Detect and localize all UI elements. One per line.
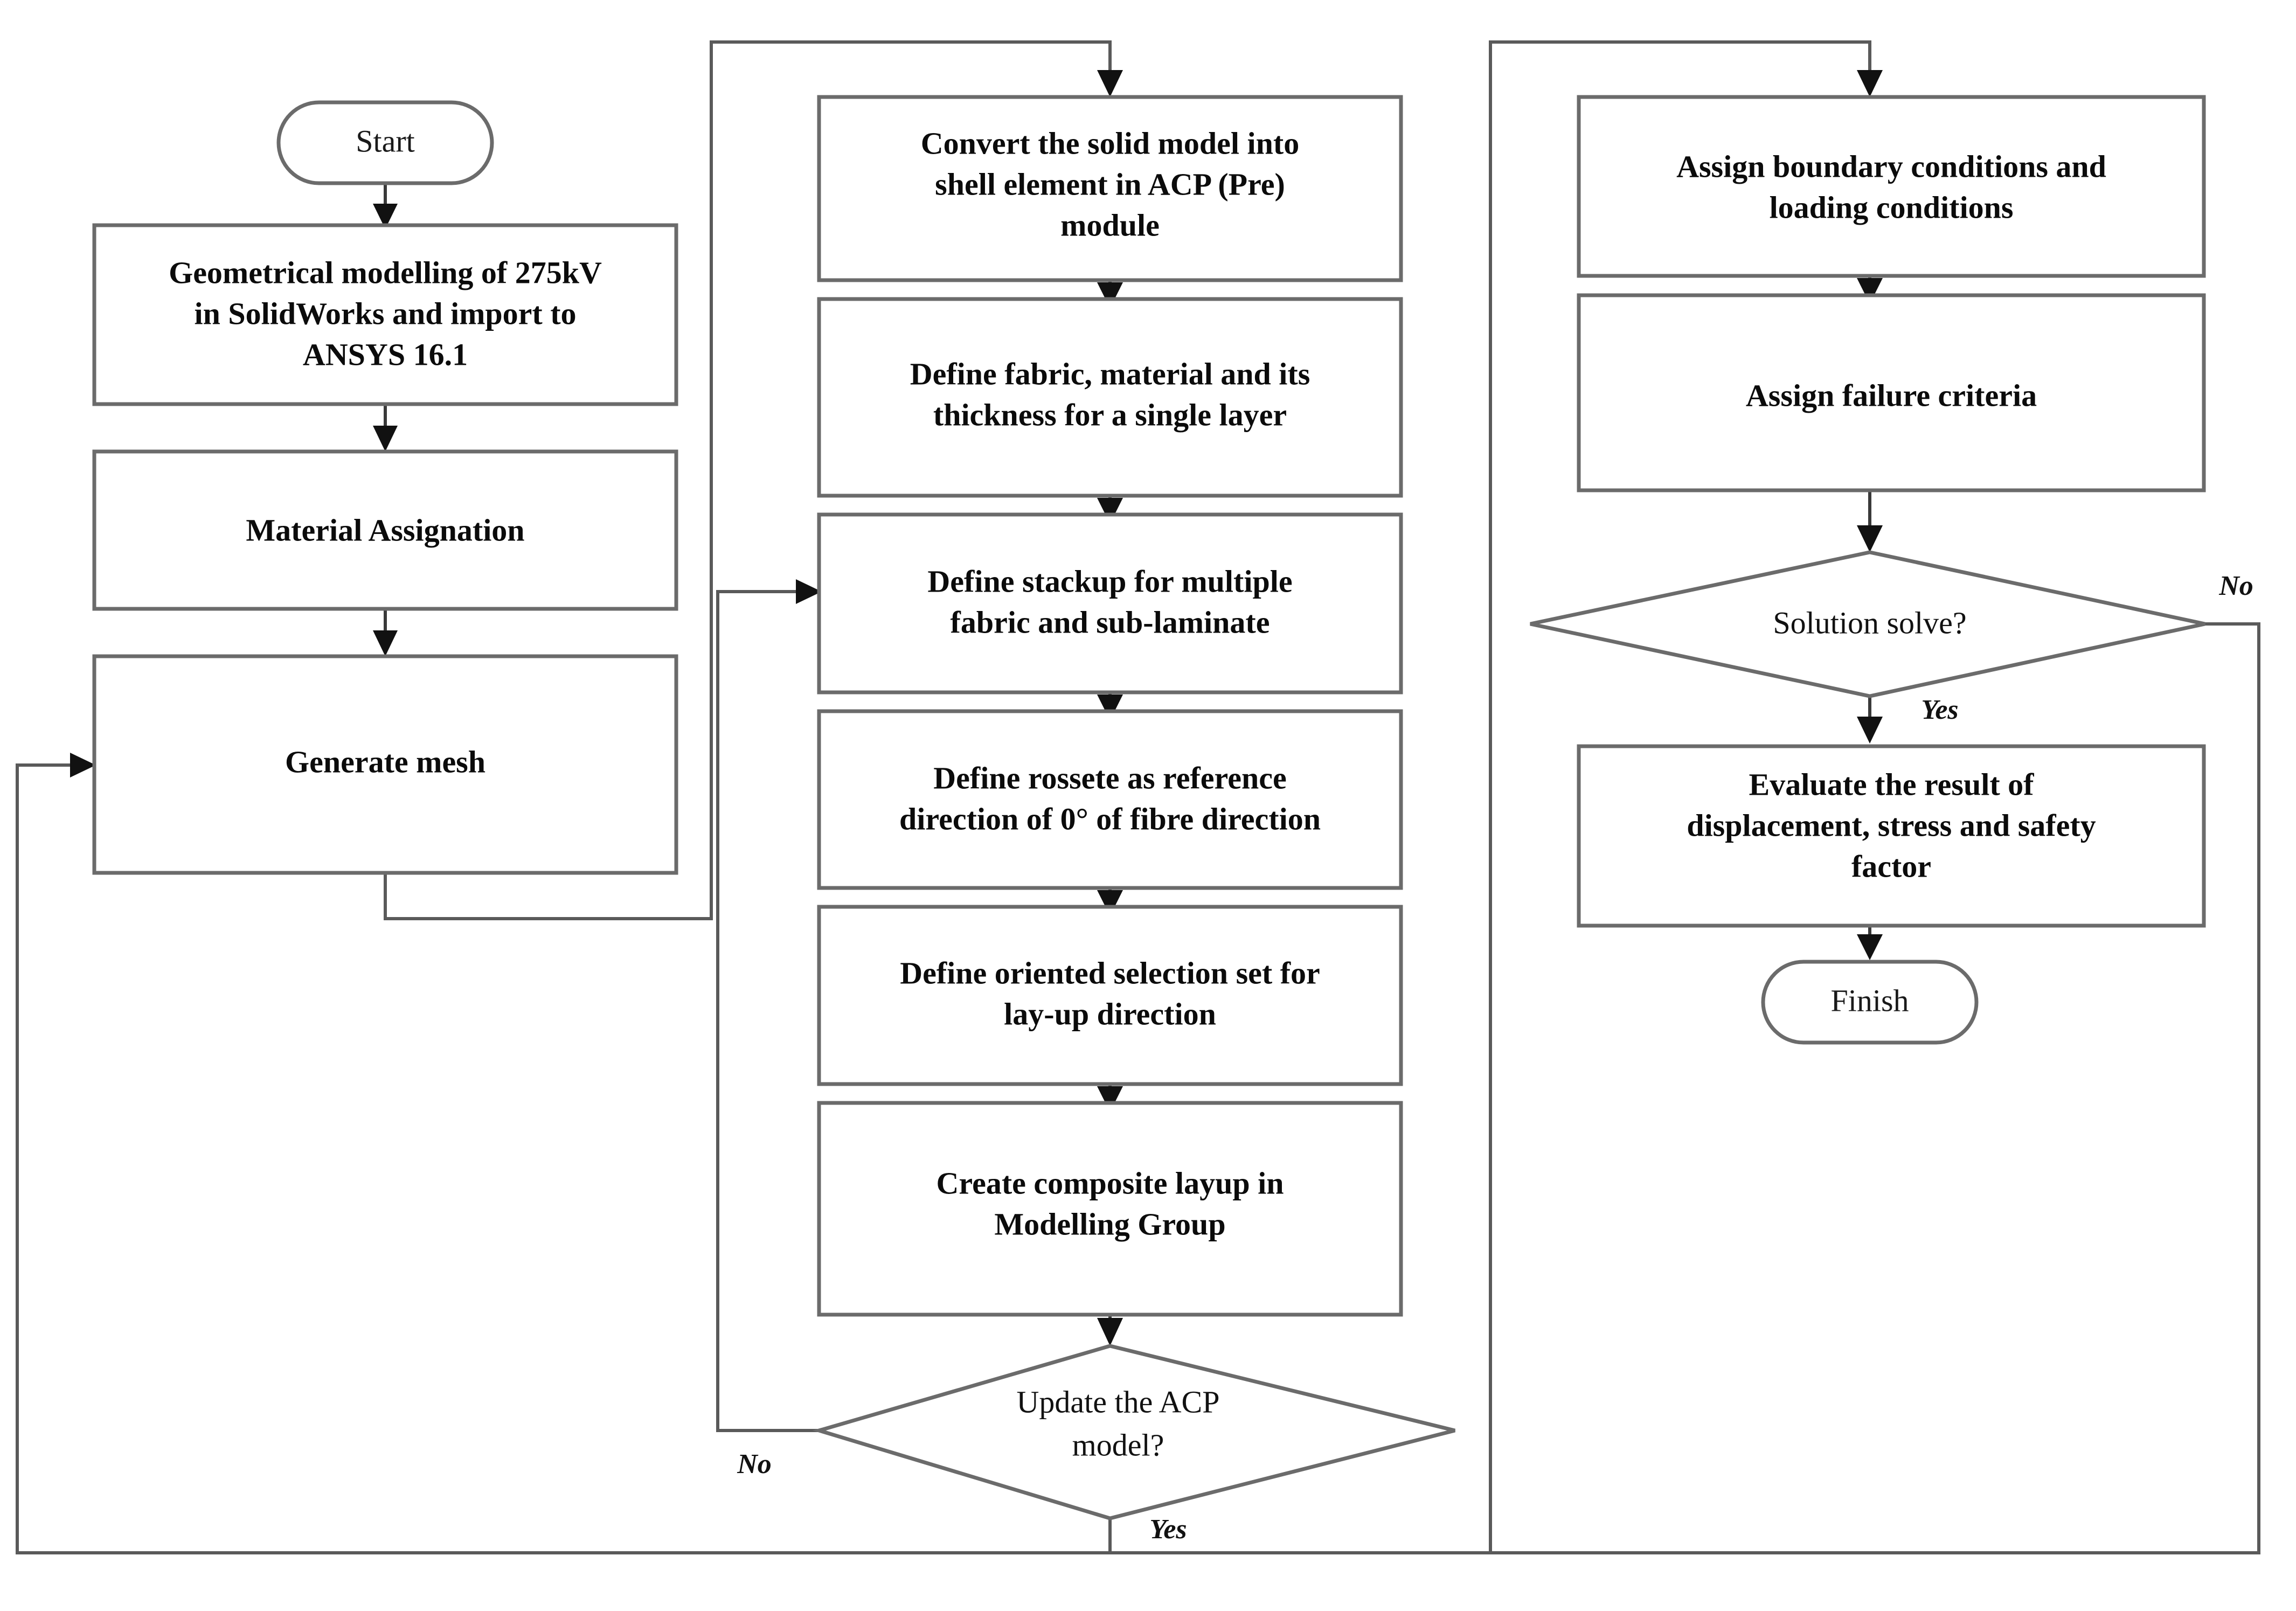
node-geometrical-modelling[interactable]: Geometrical modelling of 275kV in SolidW… (92, 223, 678, 406)
evaluate-result-shape (1577, 744, 2206, 928)
node-assign-boundary[interactable]: Assign boundary conditions and loading c… (1577, 95, 2206, 278)
node-define-stackup[interactable]: Define stackup for multiple fabric and s… (817, 512, 1403, 695)
define-stackup-shape (817, 512, 1403, 695)
finish-label: Finish (1830, 983, 1909, 1018)
node-convert-shell[interactable]: Convert the solid model into shell eleme… (817, 95, 1403, 282)
node-define-rossete[interactable]: Define rossete as reference direction of… (817, 709, 1403, 890)
connectors-layer (16, 40, 2260, 1554)
node-evaluate-result[interactable]: Evaluate the result of displacement, str… (1577, 744, 2206, 928)
arrowhead-layup-to-update-decision (1097, 1318, 1123, 1346)
generate-mesh-label: Generate mesh (285, 744, 485, 779)
start-label: Start (356, 123, 415, 158)
assign-boundary-line1: Assign boundary conditions and (1676, 149, 2106, 184)
geometrical-modelling-shape (92, 223, 678, 406)
arrowhead-solution-no-to-mesh (70, 753, 96, 777)
define-fabric-line1: Define fabric, material and its (910, 356, 1310, 391)
geometrical-modelling-line2: in SolidWorks and import to (194, 296, 576, 331)
edge-solution-no-to-mesh (16, 622, 2260, 1554)
convert-shell-line3: module (1060, 207, 1160, 242)
node-define-fabric[interactable]: Define fabric, material and its thicknes… (817, 297, 1403, 498)
evaluate-result-line3: factor (1851, 849, 1931, 884)
define-stackup-line2: fabric and sub-laminate (951, 605, 1270, 640)
create-layup-line1: Create composite layup in (937, 1165, 1284, 1200)
convert-shell-shape (817, 95, 1403, 282)
arrowhead-evaluate-to-finish (1857, 934, 1883, 960)
branch-label-solution-yes: Yes (1921, 695, 1958, 725)
arrowhead-material-to-mesh (373, 630, 398, 656)
geometrical-modelling-line3: ANSYS 16.1 (303, 337, 468, 372)
update-acp-decision-shape (812, 1344, 1455, 1520)
node-material-assignation[interactable]: Material Assignation (92, 449, 678, 611)
define-fabric-shape (817, 297, 1403, 498)
convert-shell-line2: shell element in ACP (Pre) (935, 166, 1285, 202)
node-start[interactable]: Start (276, 100, 494, 185)
arrowhead-boundary-to-failure (1857, 278, 1883, 304)
define-rossete-shape (817, 709, 1403, 890)
node-define-oriented-set[interactable]: Define oriented selection set for lay-up… (817, 905, 1403, 1086)
node-assign-failure[interactable]: Assign failure criteria (1577, 293, 2206, 492)
branch-label-update-acp-yes: Yes (1149, 1514, 1187, 1545)
arrowhead-update-yes-to-assign-boundary (1857, 70, 1883, 97)
define-rossete-line2: direction of 0° of fibre direction (899, 801, 1321, 836)
node-solution-solve-decision[interactable]: Solution solve? (1530, 550, 2205, 698)
node-finish[interactable]: Finish (1761, 960, 1979, 1045)
finish-shape (1761, 960, 1979, 1045)
arrowhead-rossete-to-oriented (1097, 890, 1123, 916)
assign-boundary-shape (1577, 95, 2206, 278)
arrowhead-solution-yes-to-evaluate (1857, 717, 1883, 744)
define-oriented-set-line2: lay-up direction (1004, 996, 1216, 1031)
arrowhead-fabric-to-stackup (1097, 498, 1123, 524)
edge-mesh-to-convert-shell (384, 40, 1112, 920)
material-assignation-label: Material Assignation (246, 512, 524, 547)
arrowhead-geometrical-to-material (373, 426, 398, 452)
evaluate-result-line1: Evaluate the result of (1749, 767, 2035, 802)
branch-labels-layer: No Yes No Yes (737, 571, 2253, 1545)
update-acp-decision-line2: model? (1072, 1427, 1164, 1462)
evaluate-result-line2: displacement, stress and safety (1687, 808, 2096, 843)
edge-update-yes-to-assign-boundary (1108, 40, 1871, 1554)
arrowhead-convert-to-fabric (1097, 282, 1123, 308)
branch-label-solution-no: No (2218, 571, 2253, 601)
arrowhead-oriented-to-layup (1097, 1086, 1123, 1112)
define-fabric-line2: thickness for a single layer (933, 397, 1287, 432)
create-layup-line2: Modelling Group (994, 1206, 1225, 1241)
arrowhead-update-no-to-stackup (796, 579, 822, 604)
edge-update-no-to-stackup (716, 590, 819, 1432)
define-oriented-set-shape (817, 905, 1403, 1086)
define-oriented-set-line1: Define oriented selection set for (900, 955, 1320, 990)
define-rossete-line1: Define rossete as reference (933, 760, 1286, 795)
node-update-acp-decision[interactable]: Update the ACP model? (812, 1344, 1455, 1520)
arrowhead-stackup-to-rossete (1097, 695, 1123, 720)
branch-label-update-acp-no: No (737, 1449, 772, 1480)
arrowhead-failure-to-solution-decision (1857, 525, 1883, 552)
solution-solve-decision-label: Solution solve? (1773, 605, 1966, 640)
start-shape (276, 100, 494, 185)
geometrical-modelling-line1: Geometrical modelling of 275kV (169, 255, 602, 290)
node-generate-mesh[interactable]: Generate mesh (92, 654, 678, 875)
node-create-layup[interactable]: Create composite layup in Modelling Grou… (817, 1101, 1403, 1317)
arrowhead-mesh-to-convert-shell (1097, 70, 1123, 97)
create-layup-shape (817, 1101, 1403, 1317)
update-acp-decision-line1: Update the ACP (1017, 1384, 1220, 1419)
material-assignation-shape (92, 449, 678, 611)
assign-boundary-line2: loading conditions (1770, 190, 2014, 225)
generate-mesh-shape (92, 654, 678, 875)
convert-shell-line1: Convert the solid model into (921, 126, 1299, 161)
assign-failure-shape (1577, 293, 2206, 492)
solution-solve-decision-shape (1530, 550, 2205, 698)
define-stackup-line1: Define stackup for multiple (927, 564, 1292, 599)
assign-failure-label: Assign failure criteria (1746, 378, 2037, 413)
arrowhead-start-to-geometrical (373, 204, 398, 229)
